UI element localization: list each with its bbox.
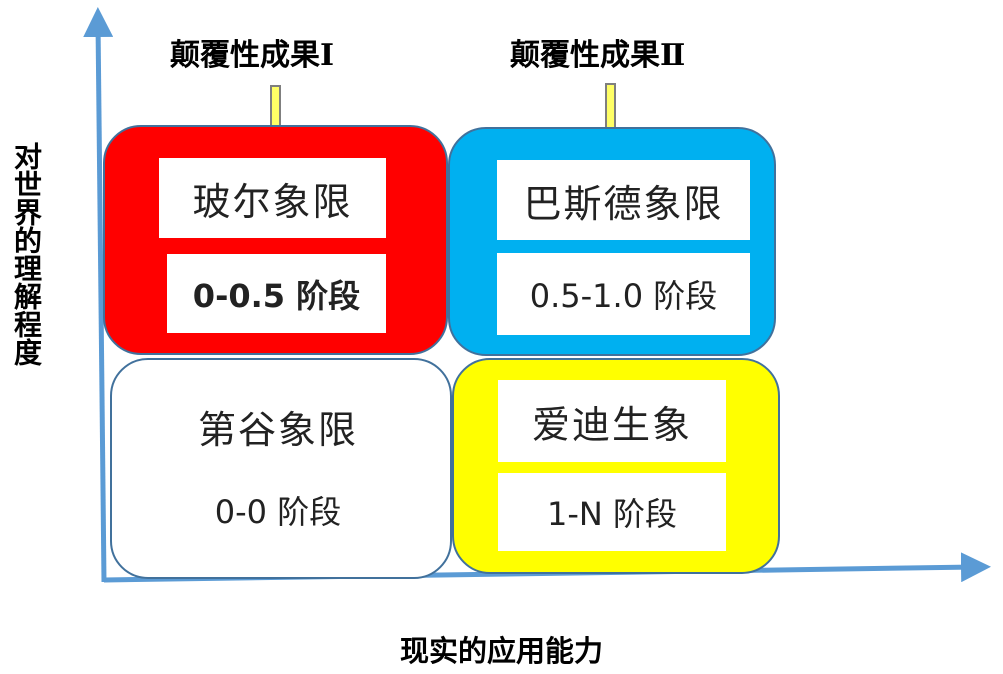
quadrant-pasteur: 巴斯德象限 0.5-1.0 阶段 [448, 127, 776, 356]
quadrant-pasteur-stage: 0.5-1.0 阶段 [497, 253, 750, 335]
quadrant-edison-stage: 1-N 阶段 [498, 473, 726, 551]
quadrant-edison-name: 爱迪生象 [498, 380, 726, 462]
quadrant-diyu: 第谷象限 0-0 阶段 [110, 358, 452, 579]
quadrant-diyu-stage: 0-0 阶段 [162, 475, 394, 545]
quadrant-edison: 爱迪生象 1-N 阶段 [452, 358, 780, 574]
y-axis [83, 7, 114, 583]
quadrant-bohr-name: 玻尔象限 [159, 158, 386, 238]
quadrant-bohr-stage: 0-0.5 阶段 [167, 254, 386, 333]
y-axis-title: 对世界的理解程度 [10, 142, 43, 366]
heading-left: 颠覆性成果Ⅰ [170, 38, 335, 73]
quadrant-bohr: 玻尔象限 0-0.5 阶段 [103, 125, 448, 355]
heading-right: 颠覆性成果Ⅱ [510, 38, 686, 73]
x-axis-title: 现实的应用能力 [399, 634, 603, 668]
quadrant-pasteur-name: 巴斯德象限 [497, 160, 750, 240]
quadrant-diyu-name: 第谷象限 [162, 390, 394, 462]
